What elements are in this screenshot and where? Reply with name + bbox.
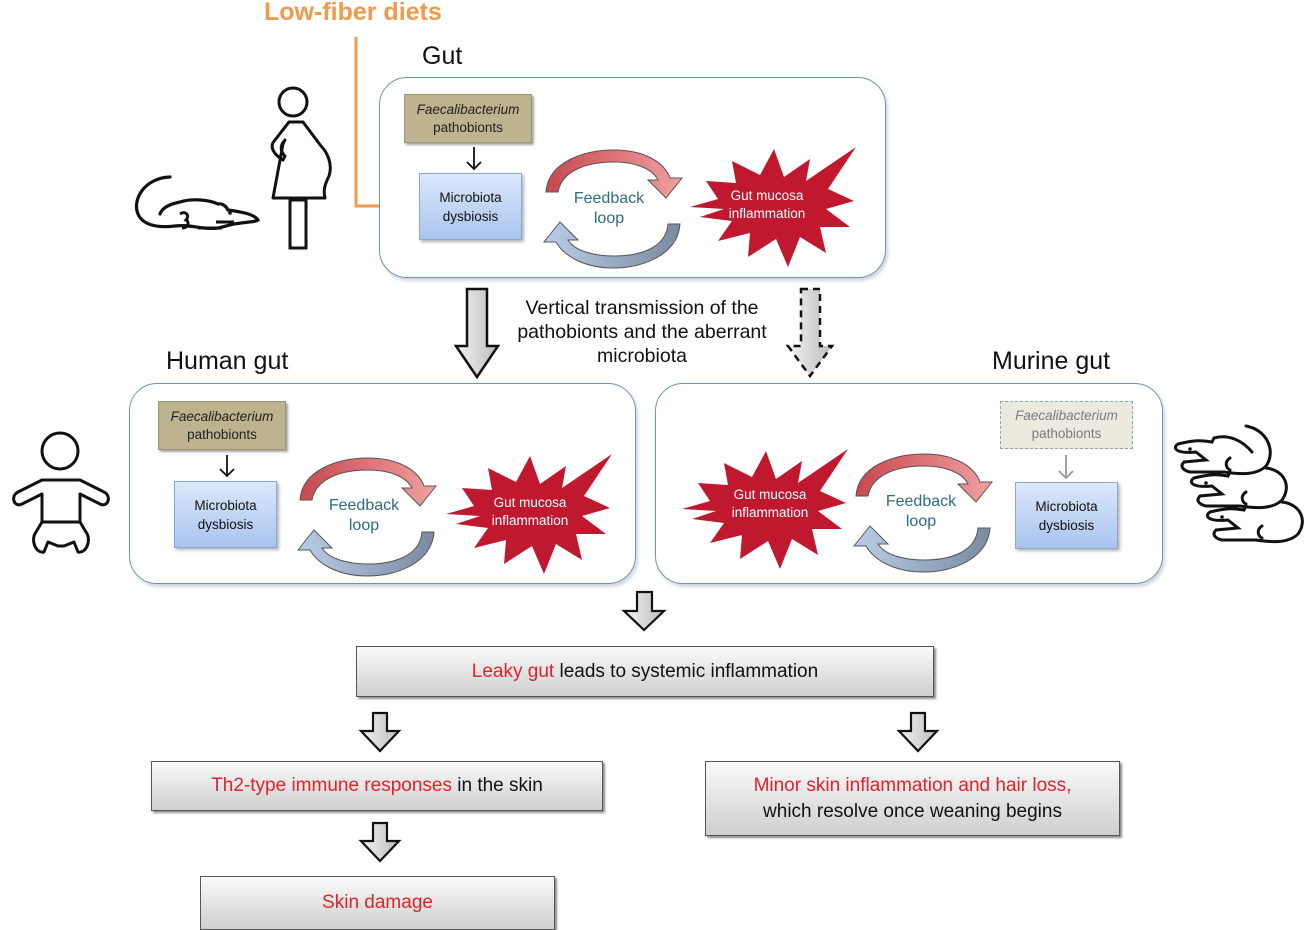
feedback-loop-icon [542, 149, 684, 269]
inflam-line1: Gut mucosa [730, 188, 804, 203]
murine-feedback-loop-icon [852, 453, 994, 573]
transmission-line1: Vertical transmission of the [525, 297, 759, 319]
minor-inflammation-box: Minor skin inflammation and hair loss, w… [705, 761, 1120, 836]
minor-inflammation-highlight: Minor skin inflammation and hair loss, [753, 774, 1072, 796]
down-arrow-to-leaky-gut [621, 590, 667, 632]
loop-line2: loop [348, 517, 380, 534]
loop-line1: Feedback [885, 493, 957, 510]
inflam-line1: Gut mucosa [733, 487, 807, 502]
transmission-line3: microbiota [597, 345, 687, 367]
down-arrow-to-th2 [358, 711, 402, 753]
pathobionts-word: pathobionts [187, 426, 257, 442]
baby-icon [12, 431, 110, 554]
pathobionts-genus: Faecalibacterium [1015, 408, 1118, 423]
loop-line1: Feedback [573, 190, 645, 207]
transmission-label: Vertical transmission of the pathobionts… [492, 296, 792, 368]
murine-dysbiosis-box: Microbiota dysbiosis [1015, 482, 1118, 549]
murine-pathobionts-box: Faecalibacterium pathobionts [1000, 401, 1133, 449]
murine-inflammation-label: Gut mucosa inflammation [715, 486, 825, 522]
pathobionts-genus: Faecalibacterium [170, 408, 274, 424]
gut-title: Gut [422, 42, 463, 70]
loop-line2: loop [905, 513, 937, 530]
dashed-down-arrow [785, 287, 835, 379]
murine-inflammation-burst [682, 449, 848, 569]
human-dysbiosis-box: Microbiota dysbiosis [174, 481, 277, 548]
rat-icon [135, 175, 261, 231]
th2-highlight: Th2-type immune responses [211, 775, 452, 796]
human-feedback-loop-icon [296, 457, 438, 577]
dysbiosis-line1: Microbiota [439, 189, 502, 205]
mice-group-icon [1173, 424, 1304, 544]
dysbiosis-line2: dysbiosis [442, 208, 499, 224]
human-gut-title: Human gut [166, 347, 289, 375]
transmission-line2: pathobionts and the aberrant [517, 321, 767, 343]
human-pathobionts-box: Faecalibacterium pathobionts [158, 401, 286, 450]
loop-line2: loop [593, 210, 625, 227]
solid-down-arrow [453, 287, 501, 380]
leaky-gut-box: Leaky gut leads to systemic inflammation [356, 646, 934, 697]
inflammation-burst [690, 147, 856, 267]
pathobionts-word: pathobionts [433, 119, 503, 135]
human-inflammation-label: Gut mucosa inflammation [475, 494, 585, 530]
dysbiosis-line1: Microbiota [1035, 498, 1098, 514]
inflam-line2: inflammation [728, 206, 806, 221]
leaky-gut-rest: leads to systemic inflammation [554, 660, 819, 682]
pathobionts-genus: Faecalibacterium [416, 101, 520, 117]
th2-rest: in the skin [451, 775, 543, 796]
dysbiosis-line2: dysbiosis [1038, 517, 1095, 533]
feedback-loop-label: Feedback loop [559, 189, 659, 229]
skin-damage-label: Skin damage [322, 892, 433, 913]
dysbiosis-line1: Microbiota [194, 497, 257, 513]
loop-line1: Feedback [328, 497, 400, 514]
down-arrow-to-minor [896, 711, 940, 753]
inflam-line2: inflammation [731, 505, 809, 520]
pregnant-woman-icon [270, 86, 332, 250]
down-arrow-to-skin-damage [358, 821, 402, 863]
human-inflammation-burst [446, 454, 612, 574]
pathobionts-word: pathobionts [1031, 426, 1102, 441]
leaky-gut-highlight: Leaky gut [471, 660, 555, 682]
inflam-line1: Gut mucosa [493, 495, 567, 510]
murine-feedback-loop-label: Feedback loop [871, 492, 971, 532]
pathobionts-box: Faecalibacterium pathobionts [404, 94, 532, 143]
skin-damage-box: Skin damage [200, 876, 555, 930]
inflammation-label: Gut mucosa inflammation [712, 187, 822, 223]
th2-response-box: Th2-type immune responses in the skin [151, 761, 603, 811]
dysbiosis-box: Microbiota dysbiosis [419, 173, 522, 240]
human-feedback-loop-label: Feedback loop [314, 496, 414, 536]
minor-inflammation-rest: which resolve once weaning begins [763, 800, 1062, 822]
low-fiber-diets-label: Low-fiber diets [264, 0, 442, 26]
dysbiosis-line2: dysbiosis [197, 516, 254, 532]
inflam-line2: inflammation [491, 513, 569, 528]
murine-gut-title: Murine gut [992, 347, 1111, 375]
